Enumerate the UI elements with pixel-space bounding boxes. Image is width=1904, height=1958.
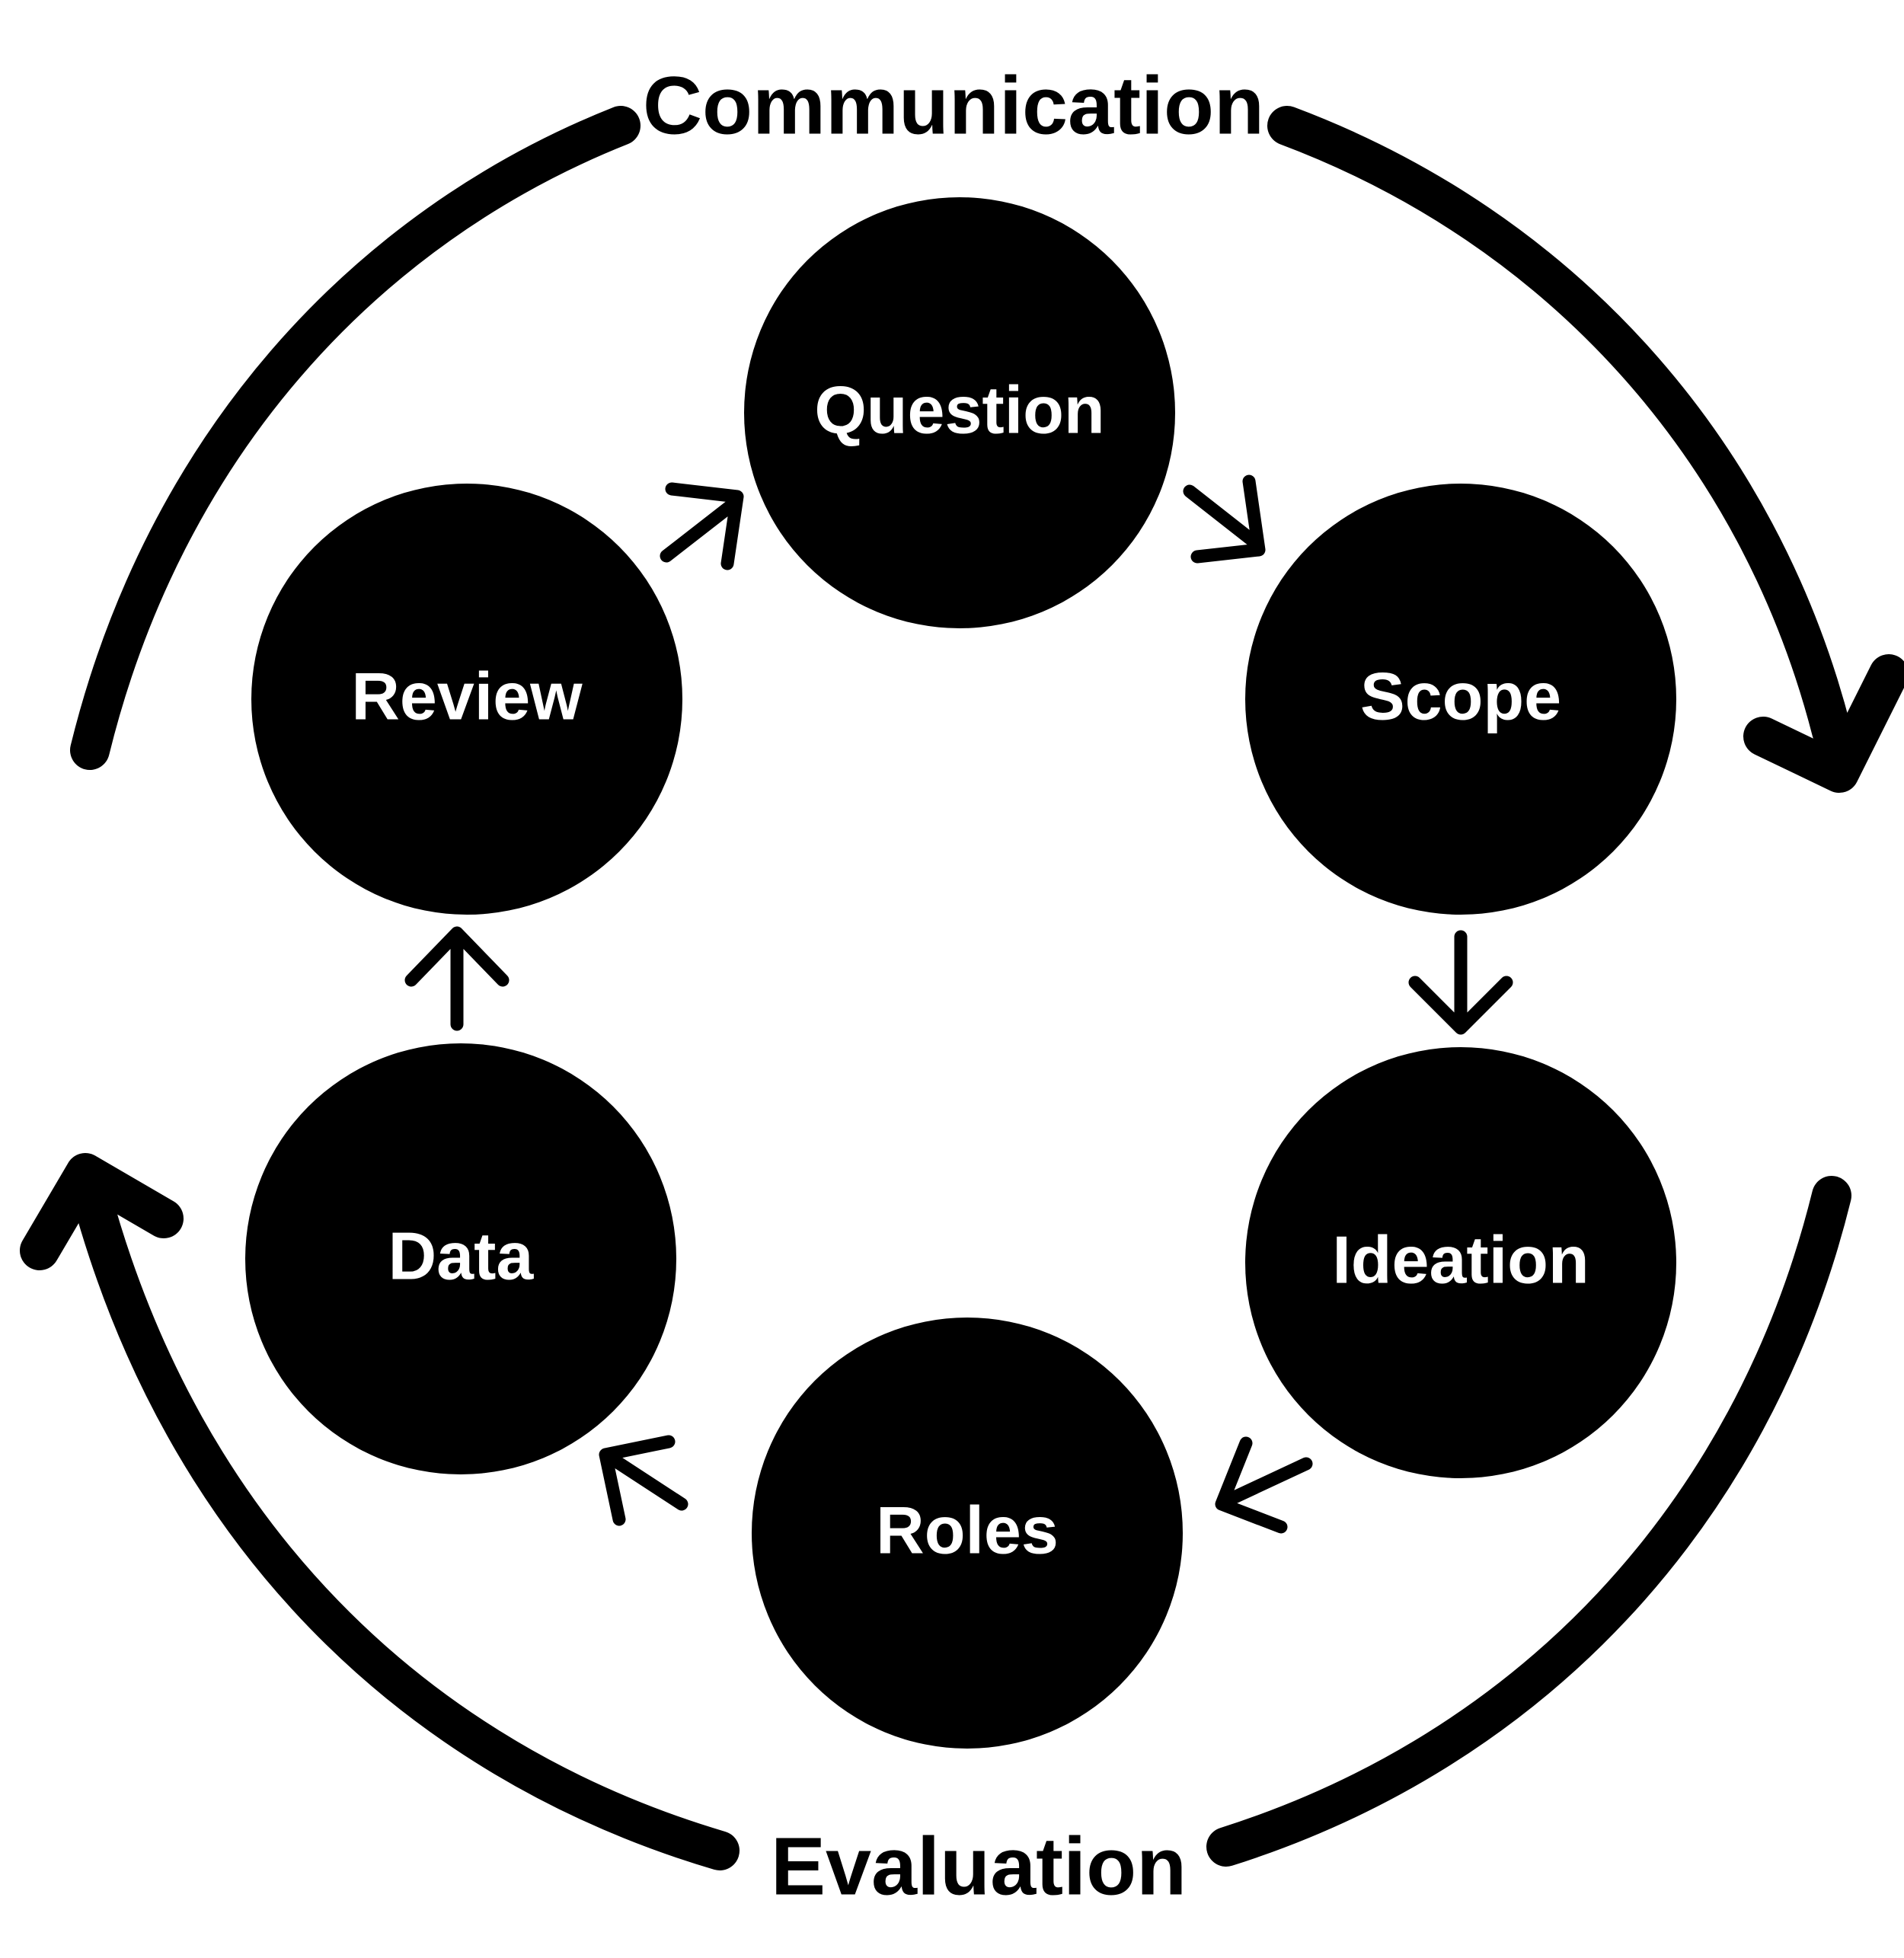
arrow-data-to-review: [404, 926, 510, 1031]
node-scope: Scope: [1245, 484, 1676, 915]
node-ideation: Ideation: [1245, 1047, 1676, 1478]
node-question: Question: [744, 197, 1175, 628]
arrowhead-left-icon: [20, 1153, 184, 1270]
arrow-review-to-question: [660, 482, 744, 570]
node-label: Roles: [876, 1493, 1059, 1568]
node-label: Scope: [1360, 659, 1561, 734]
arrow-roles-to-data: [599, 1435, 688, 1526]
arrow-question-to-scope: [1183, 474, 1266, 564]
arrow-ideation-to-roles: [1215, 1436, 1313, 1534]
node-label: Data: [388, 1219, 535, 1294]
node-roles: Roles: [752, 1318, 1183, 1749]
outer-arc-evaluation: [20, 1153, 1851, 1870]
evaluation-label: Evaluation: [771, 1820, 1187, 1912]
outer-arc-communication: [70, 106, 1904, 793]
node-label: Ideation: [1332, 1222, 1589, 1298]
communication-label: Communication: [643, 59, 1264, 152]
node-label: Review: [351, 659, 583, 734]
node-data: Data: [245, 1043, 676, 1474]
arrow-scope-to-ideation: [1408, 930, 1513, 1035]
node-label: Question: [814, 372, 1104, 448]
arrowhead-right-icon: [1743, 654, 1904, 793]
node-review: Review: [251, 484, 682, 915]
